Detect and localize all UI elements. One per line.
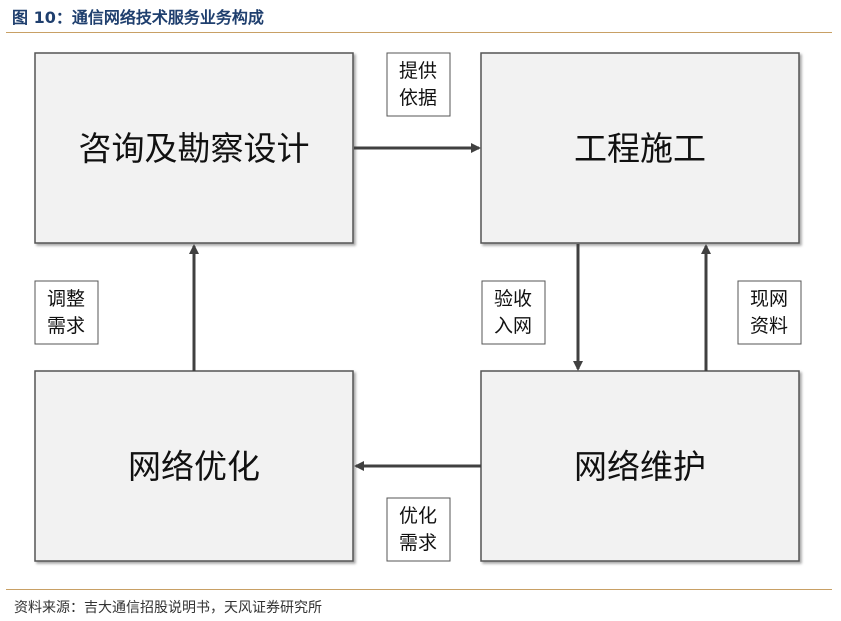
edge-label-existing-data: 现网 资料 xyxy=(737,280,802,345)
node-construction-label: 工程施工 xyxy=(574,129,706,168)
node-maintain: 网络维护 xyxy=(480,370,800,562)
node-consult: 咨询及勘察设计 xyxy=(34,52,354,244)
edge-label-line: 需求 xyxy=(47,315,85,337)
edge-label-adjust-demand: 调整 需求 xyxy=(34,280,99,345)
bottom-divider xyxy=(6,589,832,590)
edge-label-line: 优化 xyxy=(399,505,437,527)
node-maintain-label: 网络维护 xyxy=(574,447,706,486)
edge-label-optimize-demand: 优化 需求 xyxy=(386,497,451,562)
edge-label-line: 需求 xyxy=(399,532,437,554)
top-divider xyxy=(6,32,832,33)
node-optimize-label: 网络优化 xyxy=(128,447,260,486)
source-note: 资料来源：吉大通信招股说明书，天风证券研究所 xyxy=(14,600,322,616)
edge-label-line: 现网 xyxy=(750,288,788,310)
edge-label-line: 入网 xyxy=(494,315,532,337)
edge-label-line: 依据 xyxy=(399,87,437,109)
edge-label-line: 资料 xyxy=(750,315,788,337)
node-optimize: 网络优化 xyxy=(34,370,354,562)
edge-label-line: 验收 xyxy=(494,288,532,310)
figure-title: 图 10：通信网络技术服务业务构成 xyxy=(12,8,264,27)
edge-label-acceptance: 验收 入网 xyxy=(481,280,546,345)
node-consult-label: 咨询及勘察设计 xyxy=(79,129,310,168)
node-construction: 工程施工 xyxy=(480,52,800,244)
edge-label-line: 调整 xyxy=(47,288,85,310)
edge-label-line: 提供 xyxy=(399,60,437,82)
edge-label-provide-basis: 提供 依据 xyxy=(386,52,451,117)
